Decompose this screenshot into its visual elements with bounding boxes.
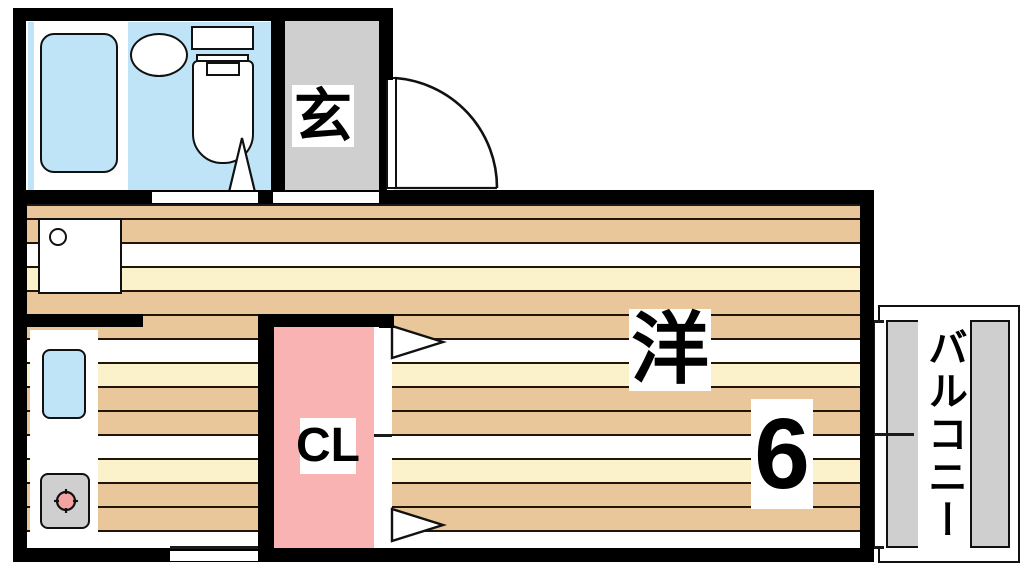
bathroom-door-opening[interactable] — [152, 192, 258, 203]
floor-stripe — [14, 364, 874, 388]
floor-stripe — [14, 316, 874, 340]
floor-stripe — [14, 388, 874, 412]
entrance-door-icon[interactable] — [385, 76, 500, 190]
kitchen-sink-icon — [42, 349, 86, 419]
wall-bottom-outer — [13, 548, 874, 562]
entrance-door-jamb — [379, 78, 387, 190]
toilet-seat-notch-icon — [206, 62, 240, 76]
balcony-door-rail-bottom — [866, 546, 884, 549]
floor-stripe — [14, 460, 874, 484]
wall-bath-genkan-partition — [271, 8, 285, 204]
wall-right-outer — [860, 190, 874, 562]
bathtub-surround — [28, 22, 34, 192]
room-size-label: 6 — [751, 399, 813, 509]
bottom-window-rail — [170, 546, 258, 549]
closet-door-track-line — [374, 434, 392, 437]
wall-main-room-top-right — [379, 190, 874, 204]
wall-closet-right — [379, 314, 394, 328]
floor-stripe — [14, 484, 874, 508]
closet-door-track — [374, 322, 392, 560]
toilet-tank-icon — [191, 26, 254, 50]
wall-left-lower — [13, 190, 27, 562]
room-type-label: 洋 — [629, 305, 711, 395]
floor-stripe — [14, 268, 874, 292]
bottom-window-opening[interactable] — [170, 551, 258, 561]
floor-stripe — [14, 412, 874, 436]
genkan-door-opening[interactable] — [273, 192, 379, 203]
counter-drain-icon — [49, 228, 67, 246]
floor-stripe — [14, 508, 874, 532]
main-room-floor — [14, 196, 874, 562]
wall-left-upper — [13, 8, 26, 204]
bathroom-door-icon[interactable] — [227, 137, 257, 194]
wall-genkan-right — [379, 8, 393, 80]
balcony-label: バルコニー — [918, 320, 970, 548]
closet-door-top-icon[interactable] — [390, 324, 448, 360]
floor-stripe — [14, 244, 874, 268]
washbasin-icon — [130, 33, 188, 77]
balcony-door-rail-top — [866, 320, 884, 323]
bathtub-icon — [40, 33, 118, 173]
closet-label: CL — [296, 418, 360, 474]
burner-icon — [52, 487, 80, 515]
wall-top-outer — [13, 8, 393, 21]
closet-door-bottom-icon[interactable] — [390, 507, 448, 543]
kitchen-counter-icon — [38, 218, 122, 294]
floor-stripe — [14, 340, 874, 364]
floor-stripe — [14, 436, 874, 460]
balcony-door-handle-line — [866, 433, 914, 436]
genkan-label: 玄 — [292, 82, 354, 150]
floor-stripe — [14, 292, 874, 316]
wall-kitchen-partition — [13, 314, 143, 327]
floor-stripe — [14, 220, 874, 244]
balcony-panel-right — [970, 320, 1010, 548]
wall-closet-right-lower — [374, 548, 394, 562]
wall-closet-left — [258, 314, 274, 562]
floor-trim-top — [27, 204, 860, 206]
wall-closet-head — [258, 314, 394, 327]
